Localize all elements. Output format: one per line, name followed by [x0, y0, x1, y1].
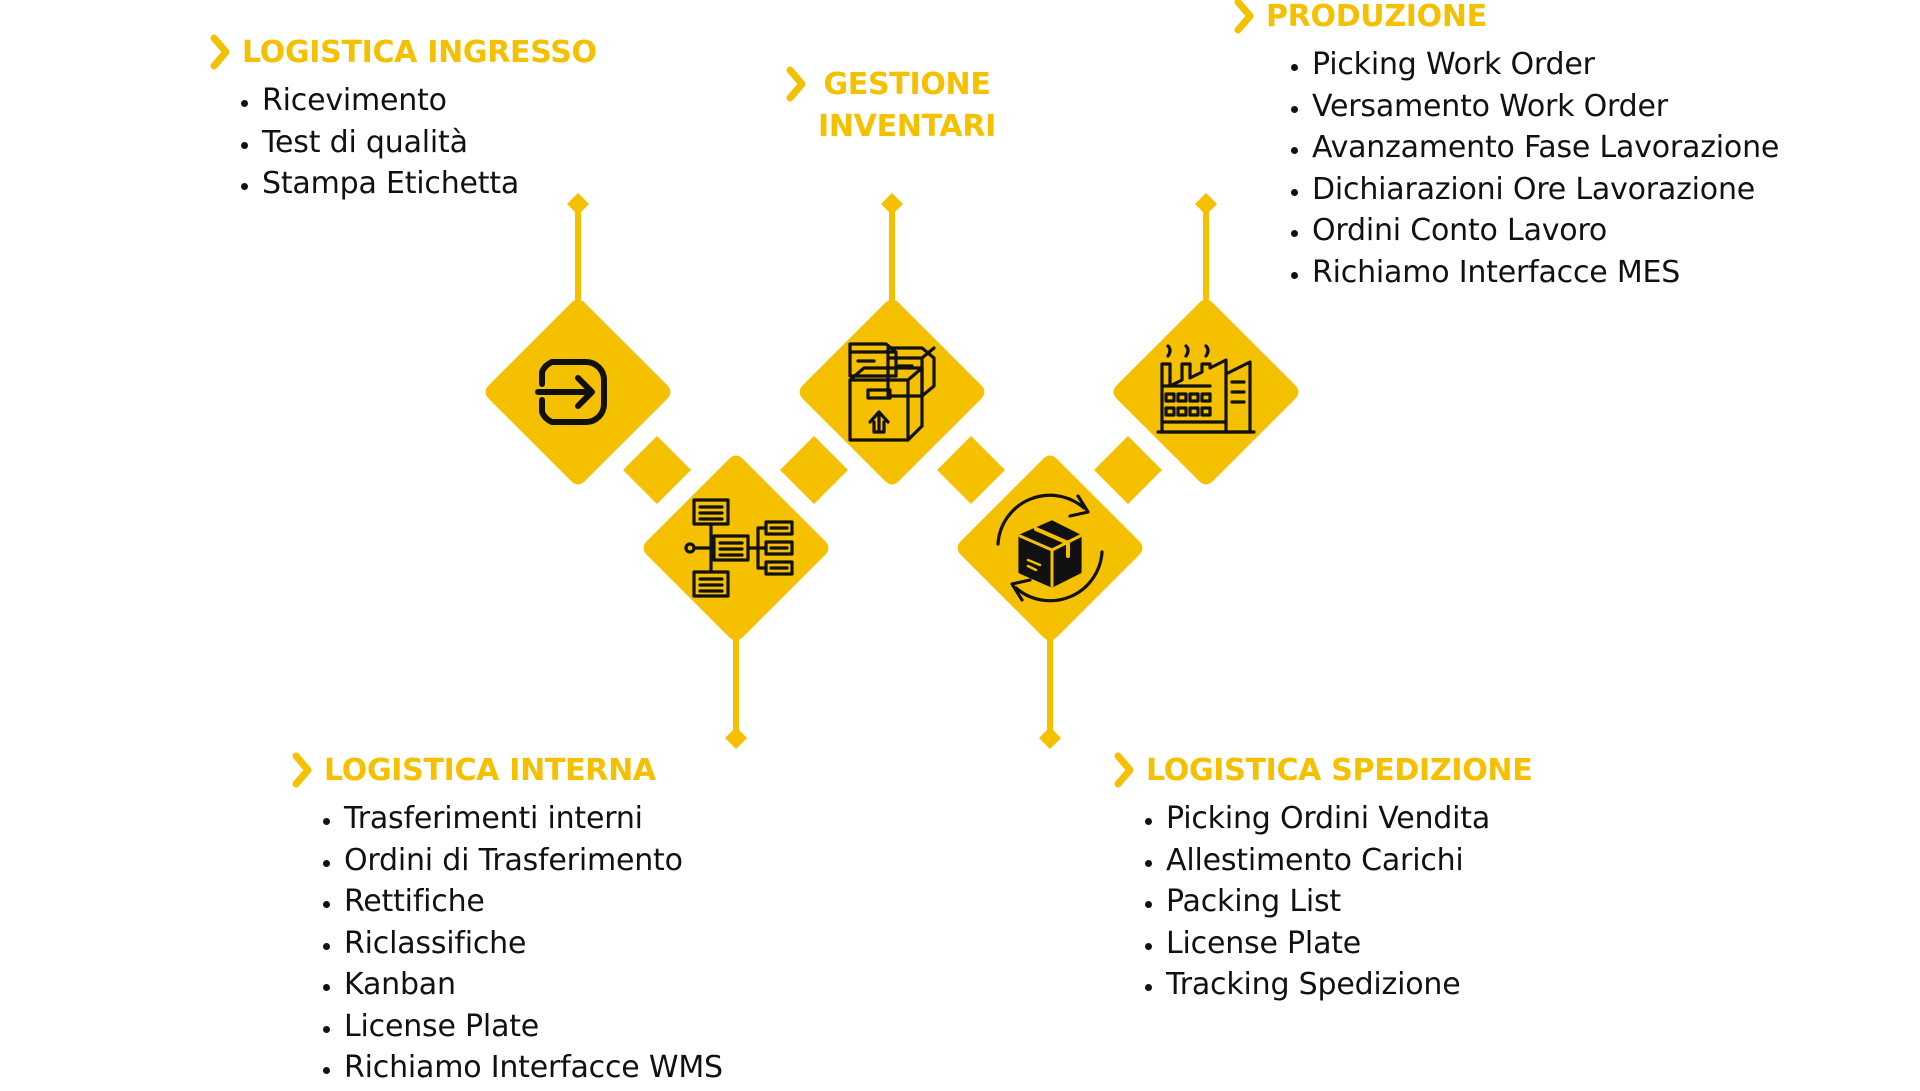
sign-in-icon [535, 359, 607, 425]
diamond-node-inventari [799, 299, 985, 485]
chevron-right-icon [786, 66, 806, 102]
section-logistica-spedizione: LOGISTICA SPEDIZIONE Picking Ordini Vend… [1114, 750, 1533, 1006]
connector-stems [567, 193, 1217, 749]
list-item: Ordini Conto Lavoro [1312, 210, 1779, 252]
list-item: License Plate [1166, 923, 1532, 965]
diamond-links [623, 436, 1162, 504]
package-cycle-icon [996, 493, 1104, 603]
section-produzione: PRODUZIONE Picking Work Order Versamento… [1234, 0, 1779, 293]
stem-end-marker [567, 193, 589, 215]
list-item: Test di qualità [262, 122, 597, 164]
list-item: Avanzamento Fase Lavorazione [1312, 127, 1779, 169]
list-item: Stampa Etichetta [262, 163, 597, 205]
stem-end-marker [725, 727, 747, 749]
stem-end-marker [881, 193, 903, 215]
list-item: Allestimento Carichi [1166, 840, 1532, 882]
list-item: Kanban [344, 964, 723, 1006]
chevron-right-icon [1234, 0, 1254, 34]
section-title: GESTIONE INVENTARI [818, 67, 997, 144]
list-item: Packing List [1166, 881, 1532, 923]
list-item: Richiamo Interfacce WMS [344, 1047, 723, 1089]
list-item: Richiamo Interfacce MES [1312, 252, 1779, 294]
link-square [623, 436, 691, 504]
item-list: Picking Ordini Vendita Allestimento Cari… [1114, 798, 1532, 1006]
list-item: Trasferimenti interni [344, 798, 723, 840]
chevron-right-icon [210, 34, 230, 70]
boxes-icon [848, 342, 936, 442]
section-logistica-interna: LOGISTICA INTERNA Trasferimenti interni … [292, 750, 723, 1089]
diamond-node-produzione [1113, 299, 1299, 485]
chevron-right-icon [292, 752, 312, 788]
section-heading: GESTIONE INVENTARI [786, 64, 996, 148]
list-item: Dichiarazioni Ore Lavorazione [1312, 169, 1779, 211]
item-list: Ricevimento Test di qualità Stampa Etich… [210, 80, 597, 205]
list-item: Tracking Spedizione [1166, 964, 1532, 1006]
link-square [1094, 436, 1162, 504]
list-item: Ricevimento [262, 80, 597, 122]
list-item: Picking Ordini Vendita [1166, 798, 1532, 840]
list-item: Picking Work Order [1312, 44, 1779, 86]
node-icons [535, 342, 1256, 603]
section-heading: LOGISTICA SPEDIZIONE [1114, 750, 1533, 792]
section-heading: LOGISTICA INGRESSO [210, 32, 597, 74]
stem-end-marker [1195, 193, 1217, 215]
flowchart-icon [684, 498, 794, 598]
stem-end-marker [1039, 727, 1061, 749]
section-title: LOGISTICA SPEDIZIONE [1146, 753, 1533, 788]
section-title: LOGISTICA INTERNA [324, 753, 656, 788]
list-item: Riclassifiche [344, 923, 723, 965]
factory-icon [1156, 344, 1256, 434]
link-square [937, 436, 1005, 504]
section-title: PRODUZIONE [1266, 0, 1487, 34]
link-square [780, 436, 848, 504]
section-heading: PRODUZIONE [1234, 0, 1779, 38]
section-gestione-inventari: GESTIONE INVENTARI [786, 64, 996, 148]
section-heading: LOGISTICA INTERNA [292, 750, 723, 792]
list-item: Rettifiche [344, 881, 723, 923]
section-title: LOGISTICA INGRESSO [242, 35, 597, 70]
item-list: Trasferimenti interni Ordini di Trasferi… [292, 798, 723, 1089]
list-item: Versamento Work Order [1312, 86, 1779, 128]
list-item: License Plate [344, 1006, 723, 1048]
chevron-right-icon [1114, 752, 1134, 788]
list-item: Ordini di Trasferimento [344, 840, 723, 882]
section-logistica-ingresso: LOGISTICA INGRESSO Ricevimento Test di q… [210, 32, 597, 205]
item-list: Picking Work Order Versamento Work Order… [1234, 44, 1779, 293]
